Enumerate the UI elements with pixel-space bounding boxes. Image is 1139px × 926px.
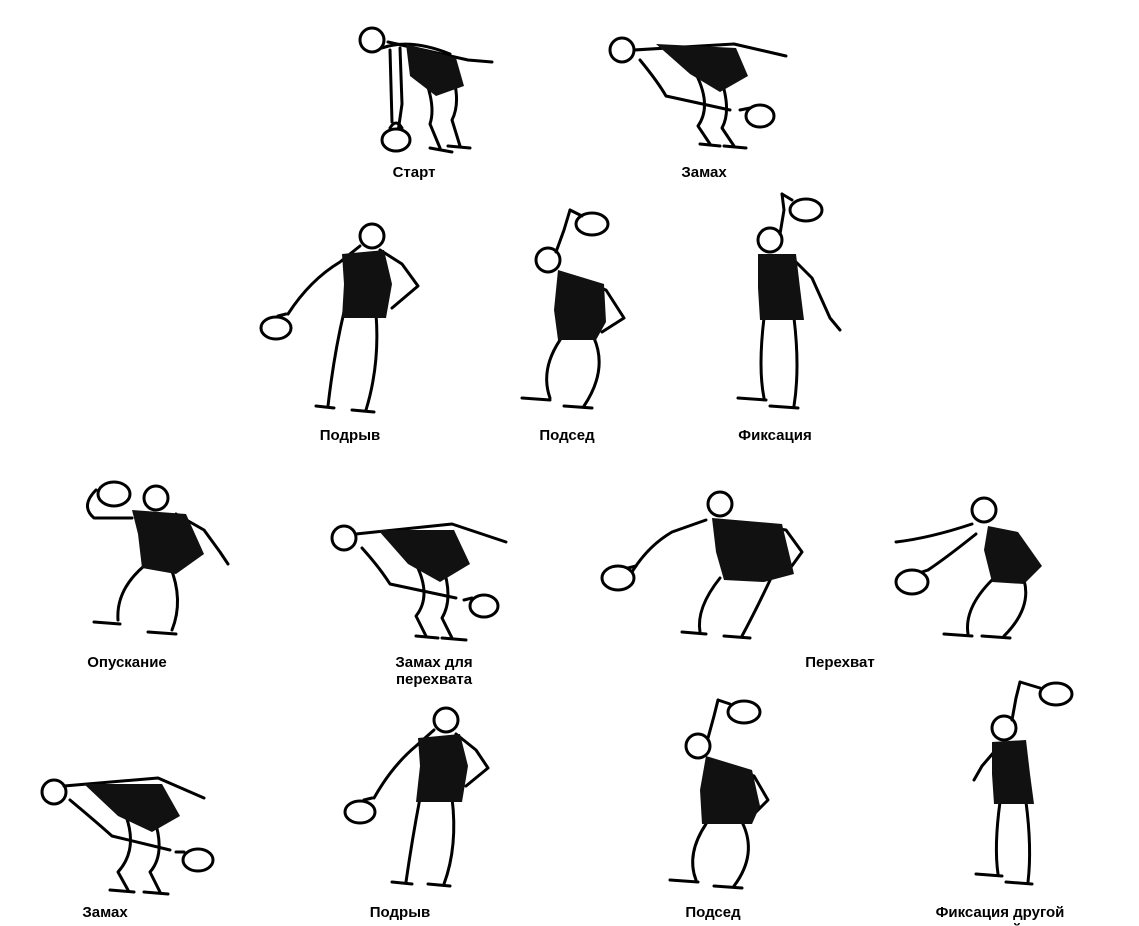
caption-squat-1: Подсед [539,427,594,444]
caption-squat-2: Подсед [685,904,740,921]
caption-switch: Перехват [805,654,875,671]
caption-swing-2: Замах [82,904,127,921]
caption-lowering: Опускание [87,654,167,671]
figure-lowering [66,470,246,646]
caption-start: Старт [393,164,436,181]
figure-squat-1 [510,200,660,424]
figure-swing-1 [600,26,800,156]
figure-switch-a [596,482,816,648]
figure-swing-switch [320,512,520,646]
caption-lockout-1: Фиксация [738,427,811,444]
figure-switch-b [884,488,1064,648]
caption-pull-2: Подрыв [370,904,430,921]
caption-pull-1: Подрыв [320,427,380,444]
figure-pull-2 [336,700,516,900]
figure-start [340,14,530,164]
caption-swing-switch: Замах для перехвата [395,654,472,688]
caption-swing-1: Замах [681,164,726,181]
figure-pull-1 [254,214,444,424]
caption-lockout-2: Фиксация другой рукой [931,904,1070,926]
figure-swing-2 [34,768,234,898]
figure-lockout-2 [960,676,1090,900]
figure-squat-2 [656,690,806,902]
figure-lockout-1 [724,188,864,424]
